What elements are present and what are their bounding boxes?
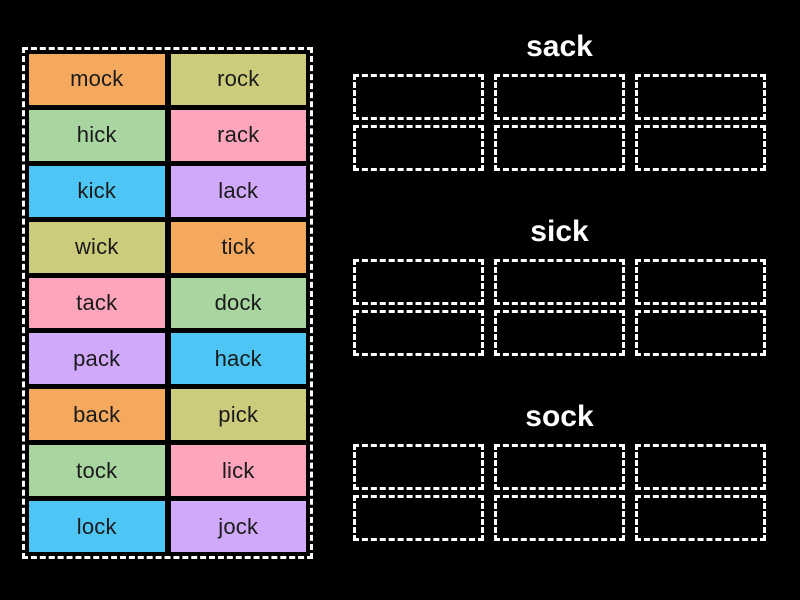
word-tile[interactable]: hack [170, 333, 306, 385]
word-tile[interactable]: rack [170, 109, 306, 161]
drop-slot[interactable] [353, 74, 484, 120]
word-tile[interactable]: pick [170, 389, 306, 441]
category-title: sock [525, 400, 594, 433]
word-tile[interactable]: tock [29, 445, 165, 497]
drop-slot[interactable] [353, 259, 484, 305]
spacer [353, 171, 766, 215]
word-tile[interactable]: dock [170, 277, 306, 329]
drop-slot[interactable] [635, 125, 766, 171]
drop-zone-grid[interactable] [353, 444, 766, 541]
category-sack: sack [353, 30, 766, 171]
drop-zone-grid[interactable] [353, 74, 766, 171]
word-tile[interactable]: lack [170, 165, 306, 217]
drop-slot[interactable] [635, 74, 766, 120]
category-sock: sock [353, 400, 766, 541]
category-title: sick [530, 215, 589, 248]
drop-slot[interactable] [494, 125, 625, 171]
drop-slot[interactable] [353, 444, 484, 490]
drop-slot[interactable] [353, 125, 484, 171]
drop-slot[interactable] [635, 495, 766, 541]
category-sick: sick [353, 215, 766, 356]
word-tile[interactable]: back [29, 389, 165, 441]
word-tile[interactable]: wick [29, 221, 165, 273]
word-tile[interactable]: lock [29, 501, 165, 552]
word-tile[interactable]: kick [29, 165, 165, 217]
word-tile[interactable]: hick [29, 109, 165, 161]
drop-slot[interactable] [353, 495, 484, 541]
word-tile[interactable]: rock [170, 54, 306, 105]
word-tile[interactable]: tack [29, 277, 165, 329]
drop-slot[interactable] [635, 444, 766, 490]
drop-slot[interactable] [353, 310, 484, 356]
drop-zone-grid[interactable] [353, 259, 766, 356]
drop-slot[interactable] [494, 74, 625, 120]
drop-slot[interactable] [494, 259, 625, 305]
category-title: sack [526, 30, 593, 63]
category-list: sack sick sock [353, 30, 766, 541]
drop-slot[interactable] [635, 259, 766, 305]
drop-slot[interactable] [494, 310, 625, 356]
drop-slot[interactable] [494, 444, 625, 490]
spacer [353, 356, 766, 400]
word-tile-bank[interactable]: mock rock hick rack kick lack wick tick … [22, 47, 313, 559]
drop-slot[interactable] [635, 310, 766, 356]
word-tile[interactable]: jock [170, 501, 306, 552]
drop-slot[interactable] [494, 495, 625, 541]
word-tile[interactable]: tick [170, 221, 306, 273]
word-tile[interactable]: pack [29, 333, 165, 385]
word-tile[interactable]: lick [170, 445, 306, 497]
word-tile[interactable]: mock [29, 54, 165, 105]
